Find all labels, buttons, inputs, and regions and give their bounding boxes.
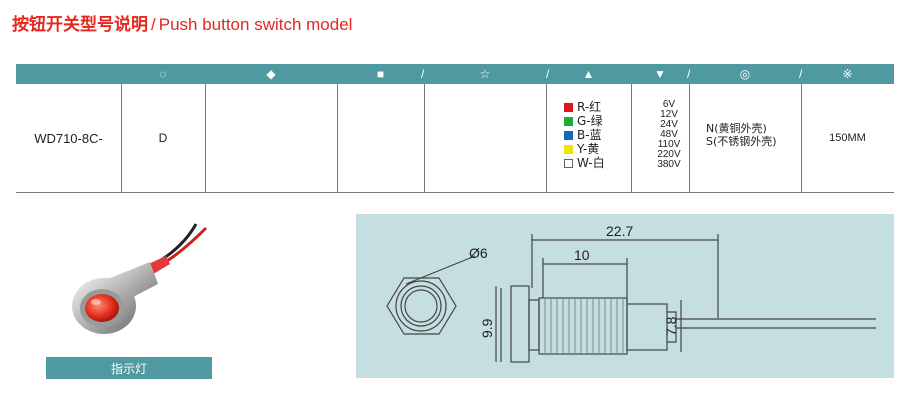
dim-height: 9.9 (479, 318, 495, 338)
column-divider (424, 84, 425, 192)
column-divider (689, 84, 690, 192)
color-label: G-绿 (577, 114, 603, 128)
shell-options: N(黄铜外壳) S(不锈钢外壳) (706, 122, 777, 148)
list-item: B-蓝 (564, 128, 605, 142)
list-item: R-红 (564, 100, 605, 114)
voltage-item: 6V (662, 99, 676, 110)
column-divider (205, 84, 206, 192)
header-cell-8: ※ (801, 64, 894, 84)
color-label: B-蓝 (577, 128, 602, 142)
voltage-item: 380V (657, 159, 681, 170)
diamond-icon: ◆ (266, 67, 276, 81)
indicator-light-image (72, 223, 208, 334)
shell-brass: N(黄铜外壳) (706, 122, 767, 135)
color-label: R-红 (577, 100, 602, 114)
list-item: G-绿 (564, 114, 605, 128)
voltage-item: 220V (657, 149, 681, 160)
voltage-item: 48V (660, 129, 678, 140)
list-item: W-白 (564, 156, 605, 170)
color-swatch-red (564, 102, 573, 112)
color-swatch-green (564, 116, 573, 126)
asterisk-icon: ※ (842, 67, 853, 81)
shell-stainless: S(不锈钢外壳) (706, 135, 777, 148)
header-cell-5: ▲ (546, 64, 631, 84)
header-cell-7: ◎ (689, 64, 801, 84)
product-photo (46, 214, 212, 357)
voltage-list: 6V 12V 24V 48V 110V 220V 380V (636, 100, 702, 170)
empty-cell-square (337, 84, 424, 192)
column-divider (546, 84, 547, 192)
photo-caption: 指示灯 (46, 357, 212, 379)
color-label: W-白 (577, 156, 605, 170)
voltage-item: 24V (660, 119, 678, 130)
column-divider (337, 84, 338, 192)
square-icon: ■ (376, 67, 385, 81)
circle-bracket-icon: ◌ (159, 67, 167, 81)
triangle-up-icon: ▲ (582, 67, 595, 81)
empty-cell-star (424, 84, 546, 192)
color-swatch-yellow (564, 144, 573, 154)
header-cell-3: ■ (337, 64, 424, 84)
color-label: Y-黄 (577, 142, 600, 156)
triangle-down-icon: ▼ (654, 67, 666, 81)
header-slash: / (546, 67, 550, 81)
double-circle-icon: ◎ (739, 67, 751, 81)
header-cell-4: ☆ (424, 64, 546, 84)
color-list: R-红 G-绿 B-蓝 Y-黄 W-白 (564, 100, 605, 170)
title-cn: 按钮开关型号说明 (12, 15, 148, 35)
title-separator: / (151, 15, 156, 34)
list-item: Y-黄 (564, 142, 605, 156)
dim-thread: 10 (574, 247, 590, 263)
column-divider (631, 84, 632, 192)
header-slash: / (421, 67, 425, 81)
dim-diameter: Ø6 (469, 245, 488, 261)
header-cell-6: ▼ (631, 64, 689, 84)
star-icon: ☆ (479, 67, 491, 81)
color-swatch-blue (564, 130, 573, 140)
header-slash: / (799, 67, 803, 81)
wire-length-text: 150MM (829, 132, 866, 144)
empty-cell-diamond (205, 84, 337, 192)
voltage-item: 12V (660, 109, 678, 120)
wire-length-cell: 150MM (801, 84, 894, 192)
model-prefix-text: WD710-8C- (34, 130, 103, 146)
title-en: Push button switch model (158, 15, 353, 34)
header-cell-1: ◌ (121, 64, 205, 84)
header-slash: / (687, 67, 691, 81)
dim-overall: 22.7 (606, 223, 633, 239)
dimension-drawing: Ø6 22.7 10 9.9 7.8 (356, 214, 894, 378)
column-divider (801, 84, 802, 192)
table-header (16, 64, 894, 84)
color-swatch-white (564, 158, 573, 168)
technical-drawing: Ø6 22.7 10 9.9 7.8 (386, 223, 876, 363)
model-table: ◌ ◆ ■ ☆ ▲ ▼ ◎ ※ / / / / WD710-8C- D R-红 … (16, 64, 894, 193)
code-d-text: D (158, 131, 168, 145)
code-d-cell: D (121, 84, 205, 192)
column-divider (121, 84, 122, 192)
table-body (16, 84, 894, 193)
voltage-item: 110V (657, 139, 681, 150)
dim-body: 7.8 (663, 316, 679, 336)
header-cell-2: ◆ (205, 64, 337, 84)
model-prefix: WD710-8C- (16, 84, 121, 192)
page-title: 按钮开关型号说明/Push button switch model (12, 10, 352, 35)
